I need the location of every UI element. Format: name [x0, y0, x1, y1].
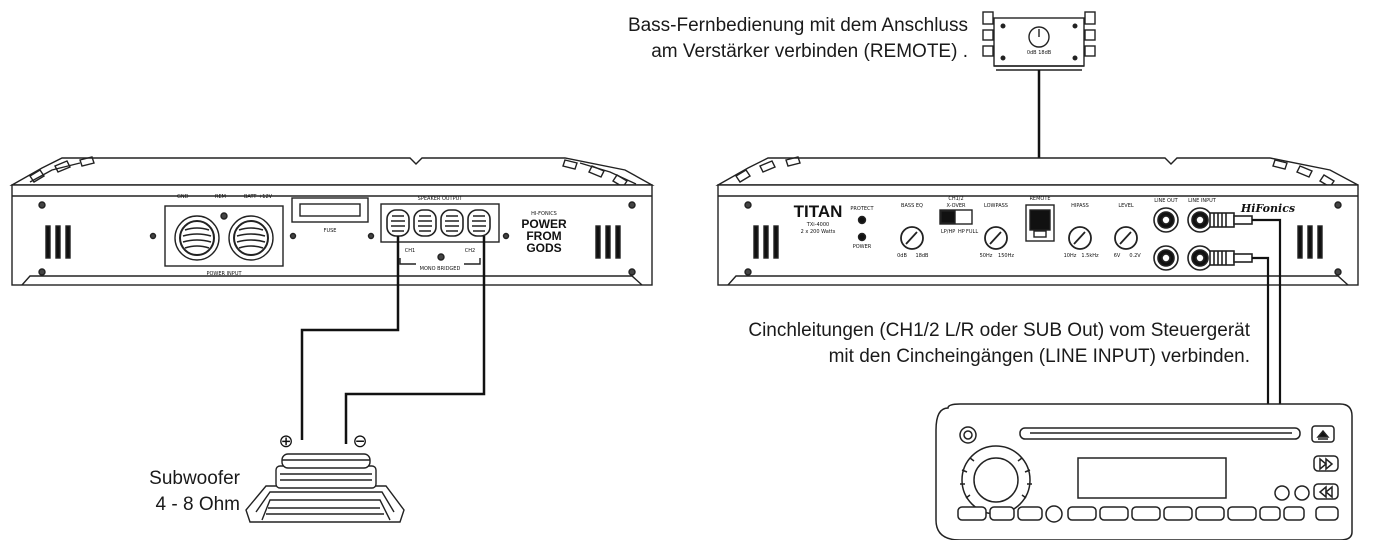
- head-unit: [935, 403, 1353, 541]
- lowpass-max: 150Hz: [998, 253, 1014, 259]
- amplifier-control-panel: [715, 156, 1359, 286]
- subwoofer-annotation-line2: 4 - 8 Ohm: [155, 494, 240, 515]
- volume-knob: [973, 457, 1019, 503]
- gnd-terminal: [174, 215, 220, 261]
- speaker-wire-plus: [300, 236, 400, 440]
- switch-full: FULL: [966, 229, 978, 235]
- speaker-output-label: SPEAKER OUTPUT: [418, 196, 464, 202]
- cinch-annotation-line1: Cinchleitungen (CH1/2 L/R oder SUB Out) …: [748, 320, 1250, 341]
- bass-eq-max: 18dB: [916, 253, 930, 259]
- remote-jack-label: REMOTE: [1029, 196, 1050, 202]
- preset-button-3: [1067, 506, 1097, 521]
- rca-plugs: [1209, 212, 1253, 266]
- preset-button-4: [1099, 506, 1129, 521]
- cinch-annotation-line2: mit den Cincheingängen (LINE INPUT) verb…: [828, 346, 1250, 367]
- speaker-wire-minus: [344, 236, 486, 444]
- remote-annotation: Bass-Fernbedienung mit dem Anschluss am …: [538, 13, 968, 65]
- gnd-label: GND: [177, 194, 189, 200]
- preset-button-2: [1017, 506, 1043, 521]
- lowpass-label: LOWPASS: [984, 203, 1008, 209]
- brand-small: HI-FONICS: [531, 211, 557, 217]
- model-name: TITAN: [794, 202, 843, 221]
- rem-terminal: [220, 212, 228, 220]
- preset-button-1: [989, 506, 1015, 521]
- rca-cable-2: [1252, 256, 1270, 406]
- amplifier-rear-panel: [9, 156, 655, 286]
- minus-symbol: ⊖: [352, 431, 367, 452]
- ch1-label: CH1: [405, 248, 415, 254]
- preset-button-10: [1283, 506, 1305, 521]
- bass-eq-min: 0dB: [897, 253, 907, 259]
- power-led: [857, 232, 867, 242]
- brand-power: POWER: [521, 217, 567, 231]
- level-label: LEVEL: [1118, 203, 1134, 209]
- plus-symbol: ⊕: [278, 431, 293, 452]
- model-code: TXi-4000: [806, 222, 829, 228]
- crossover-label: CH1/2: [948, 196, 963, 202]
- line-out-jacks: [1153, 207, 1179, 271]
- preset-button-11: [1315, 506, 1339, 521]
- display: [1077, 457, 1227, 499]
- xover-mode-label: X-OVER: [946, 203, 966, 209]
- hipass-min: 10Hz: [1064, 253, 1077, 259]
- ch2-label: CH2: [465, 248, 475, 254]
- switch-lphp: LP/HP: [941, 229, 955, 235]
- bass-remote: [982, 11, 1096, 71]
- subwoofer-annotation: Subwoofer 4 - 8 Ohm: [110, 466, 240, 518]
- remote-annotation-line1: Bass-Fernbedienung mit dem Anschluss: [627, 15, 968, 36]
- preset-button-8: [1227, 506, 1257, 521]
- cinch-annotation: Cinchleitungen (CH1/2 L/R oder SUB Out) …: [600, 318, 1250, 370]
- preset-button-6: [1163, 506, 1193, 521]
- protect-led: [857, 215, 867, 225]
- line-out-label: LINE OUT: [1154, 198, 1178, 204]
- round-button: [1045, 505, 1063, 523]
- rem-label: REM: [215, 194, 226, 200]
- hipass-label: HIPASS: [1071, 203, 1089, 209]
- brand-gods: GODS: [526, 241, 561, 255]
- batt-terminal: [228, 215, 274, 261]
- bass-eq-label: BASS EQ: [901, 203, 923, 209]
- hipass-max: 1.5kHz: [1081, 253, 1099, 259]
- preset-button-5: [1131, 506, 1161, 521]
- watts-label: 2 x 200 Watts: [801, 229, 836, 235]
- hifonics-logo: HiFonics: [1240, 202, 1295, 215]
- power-label: POWER: [853, 244, 872, 250]
- switch-hp: HP: [958, 229, 965, 235]
- level-max: 0.2V: [1129, 253, 1141, 259]
- batt-label: BATT +12V: [244, 194, 273, 200]
- fuse-label: FUSE: [324, 228, 337, 234]
- remote-knob-label: 0dB 18dB: [1027, 50, 1052, 56]
- mono-bridged-label: MONO BRIDGED: [420, 266, 461, 272]
- power-input-label: POWER INPUT: [206, 271, 242, 277]
- level-min: 6V: [1114, 253, 1121, 259]
- subwoofer: [245, 453, 405, 523]
- small-button-2: [1294, 485, 1310, 501]
- subwoofer-annotation-line1: Subwoofer: [149, 468, 240, 489]
- rca-cable-1: [1252, 218, 1282, 406]
- preset-button-0: [957, 506, 987, 521]
- lowpass-min: 50Hz: [980, 253, 993, 259]
- small-button-1: [1274, 485, 1290, 501]
- protect-label: PROTECT: [850, 206, 874, 212]
- preset-button-7: [1195, 506, 1225, 521]
- remote-annotation-line2: am Verstärker verbinden (REMOTE) .: [651, 41, 968, 62]
- line-input-label: LINE INPUT: [1188, 198, 1217, 204]
- preset-button-9: [1259, 506, 1281, 521]
- brand-from: FROM: [526, 229, 561, 243]
